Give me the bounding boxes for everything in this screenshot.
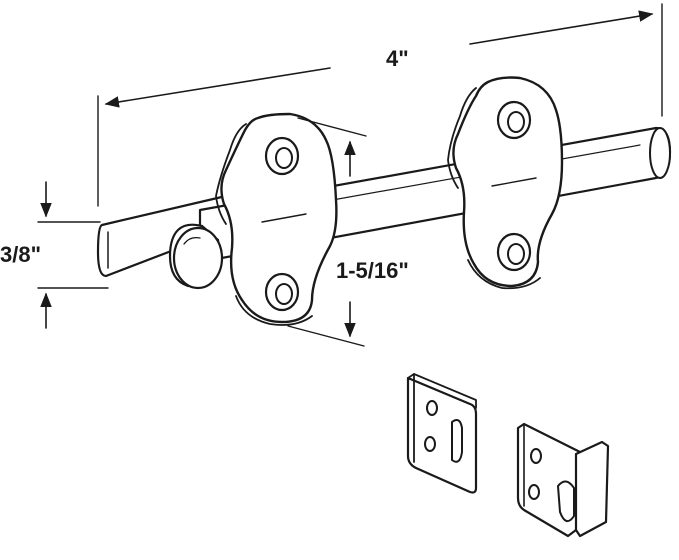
right-bracket-bottom-hole <box>496 232 532 272</box>
flat-plate-slot <box>451 419 463 463</box>
angled-plate-slot <box>557 480 575 523</box>
height-label: 1-5/16" <box>336 258 409 283</box>
flat-strike-plate <box>406 373 478 494</box>
diameter-label: 3/8" <box>0 242 41 267</box>
right-bracket-top-hole <box>496 100 532 140</box>
length-dimension: 4" <box>97 3 663 207</box>
left-bracket <box>215 112 338 326</box>
right-bracket <box>447 76 564 290</box>
left-bracket-top-hole <box>264 136 300 176</box>
angled-plate-top-hole <box>530 448 542 464</box>
angled-strike-plate <box>516 422 610 538</box>
angled-plate-bottom-hole <box>528 484 540 500</box>
bolt-knob <box>168 223 224 290</box>
flat-plate-top-hole <box>426 400 438 416</box>
height-dimension: 1-5/16" <box>287 117 409 347</box>
flat-plate-bottom-hole <box>424 436 436 452</box>
length-label: 4" <box>386 46 409 71</box>
diameter-dimension: 3/8" <box>0 181 109 329</box>
left-bracket-bottom-hole <box>264 272 300 312</box>
